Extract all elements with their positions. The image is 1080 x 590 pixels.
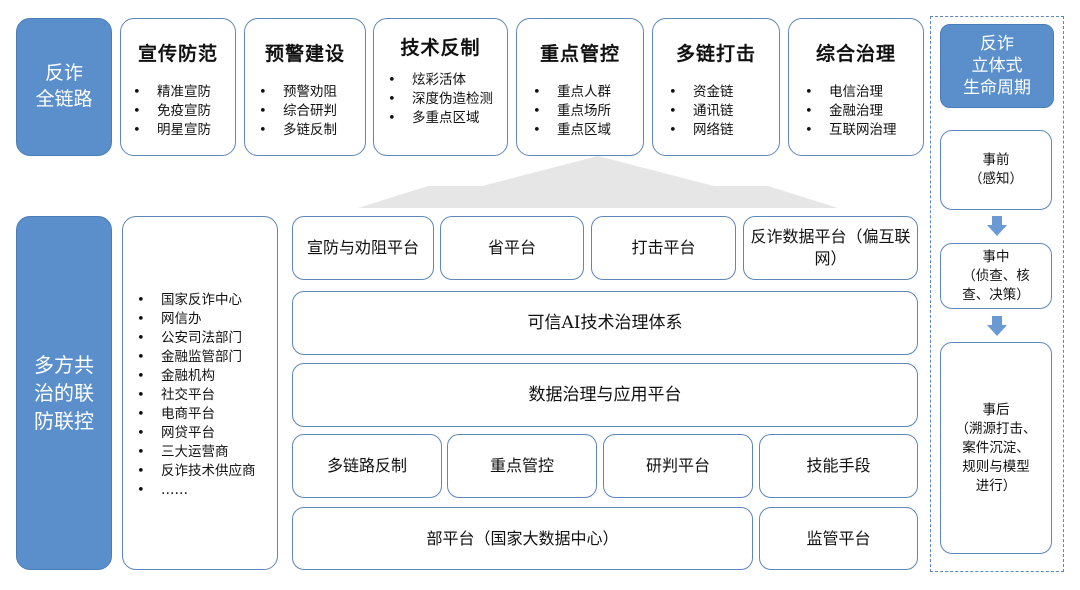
card-key-control: 重点管控 重点人群 重点场所 重点区域: [516, 18, 644, 156]
list-item: 反诈技术供应商: [131, 462, 269, 481]
list-item: 炫彩活体: [382, 71, 499, 90]
list-item: 网信办: [131, 310, 269, 329]
list-item: 电信治理: [799, 83, 919, 102]
list-item: 资金链: [663, 83, 775, 102]
joint-governance-label: 多方共 治的联 防联控: [16, 216, 112, 570]
card-tech-countermeasure: 技术反制 炫彩活体 深度伪造检测 多重点区域: [373, 18, 508, 156]
list-item: 多重点区域: [382, 109, 499, 128]
list-item: 重点场所: [527, 102, 639, 121]
list-item: 精准宣防: [127, 83, 231, 102]
key-control-platform: 重点管控: [447, 434, 597, 498]
list-item: 三大运营商: [131, 443, 269, 462]
card-multi-chain-strike: 多链打击 资金链 通讯链 网络链: [652, 18, 780, 156]
lifecycle-panel: [930, 16, 1064, 572]
list-item: 明星宣防: [127, 121, 231, 140]
provincial-platform: 省平台: [440, 216, 584, 280]
card-title: 多链打击: [675, 43, 756, 65]
anti-fraud-data-platform: 反诈数据平台（偏互联网）: [743, 216, 918, 280]
list-item: 互联网治理: [799, 121, 919, 140]
analysis-platform: 研判平台: [603, 434, 753, 498]
stage-before: 事前 （感知）: [940, 130, 1052, 210]
list-item: 电商平台: [131, 405, 269, 424]
list-item: 重点人群: [527, 83, 639, 102]
publicity-dissuasion-platform: 宣防与劝阻平台: [292, 216, 434, 280]
technical-means: 技能手段: [759, 434, 918, 498]
card-title: 重点管控: [539, 43, 620, 65]
list-item: 金融监管部门: [131, 348, 269, 367]
card-comprehensive-governance: 综合治理 电信治理 金融治理 互联网治理: [788, 18, 924, 156]
strike-platform: 打击平台: [591, 216, 736, 280]
trusted-ai-governance-system: 可信AI技术治理体系: [292, 291, 918, 355]
card-title: 预警建设: [264, 43, 345, 65]
list-item: 国家反诈中心: [131, 291, 269, 310]
list-item: 重点区域: [527, 121, 639, 140]
card-early-warning: 预警建设 预警劝阻 综合研判 多链反制: [244, 18, 366, 156]
list-item: 社交平台: [131, 386, 269, 405]
list-item: 多链反制: [253, 121, 361, 140]
list-item: 金融治理: [799, 102, 919, 121]
list-item: 金融机构: [131, 367, 269, 386]
down-arrow-icon: [987, 316, 1007, 336]
list-item: 通讯链: [663, 102, 775, 121]
supervision-platform: 监管平台: [759, 507, 918, 570]
down-arrow-icon: [987, 216, 1007, 236]
list-item: 网络链: [663, 121, 775, 140]
multi-link-countermeasure: 多链路反制: [292, 434, 442, 498]
card-title: 综合治理: [815, 43, 896, 65]
card-publicity-prevention: 宣传防范 精准宣防 免疫宣防 明星宣防: [120, 18, 236, 156]
ministry-platform: 部平台（国家大数据中心）: [292, 507, 753, 570]
list-item: ……: [131, 481, 269, 500]
list-item: 综合研判: [253, 102, 361, 121]
participants-box: 国家反诈中心 网信办 公安司法部门 金融监管部门 金融机构 社交平台 电商平台 …: [122, 216, 278, 570]
list-item: 免疫宣防: [127, 102, 231, 121]
list-item: 预警劝阻: [253, 83, 361, 102]
up-arrow-icon: [358, 156, 838, 208]
list-item: 网贷平台: [131, 424, 269, 443]
full-chain-label: 反诈 全链路: [16, 18, 112, 156]
card-title: 技术反制: [400, 37, 481, 59]
list-item: 公安司法部门: [131, 329, 269, 348]
data-governance-platform: 数据治理与应用平台: [292, 363, 918, 427]
stage-during: 事中 （侦查、核 查、决策）: [940, 243, 1052, 309]
list-item: 深度伪造检测: [382, 90, 499, 109]
lifecycle-title: 反诈 立体式 生命周期: [940, 24, 1054, 108]
stage-after: 事后 （溯源打击、 案件沉淀、 规则与模型 进行）: [940, 342, 1052, 554]
card-title: 宣传防范: [137, 43, 218, 65]
